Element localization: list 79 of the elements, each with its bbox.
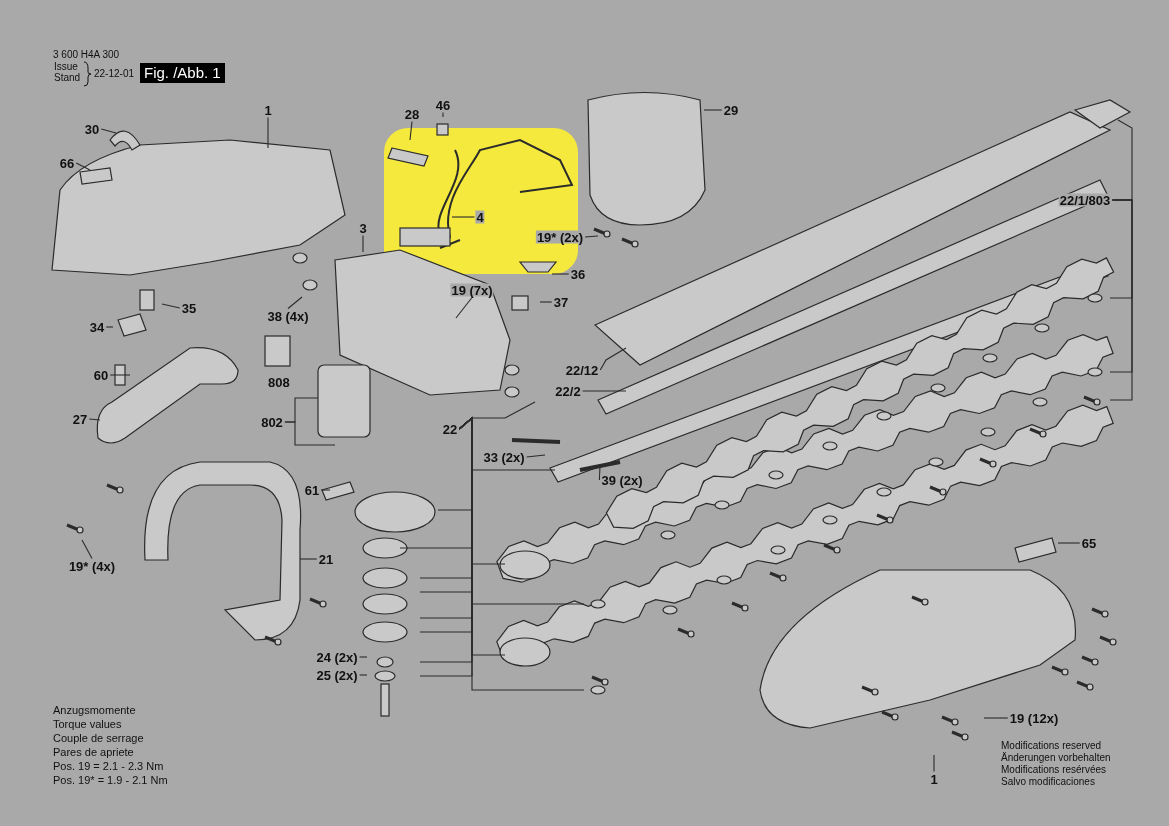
leader-line xyxy=(983,717,1009,719)
callout-number: 808 xyxy=(268,374,290,392)
note-text: Änderungen vorbehalten xyxy=(1001,751,1111,765)
callout-number: 4 xyxy=(475,210,485,224)
callout-number: 22/2 xyxy=(554,384,582,398)
leader-line xyxy=(551,273,570,275)
leader-line xyxy=(359,656,368,658)
note-text: Salvo modificaciones xyxy=(1001,775,1095,789)
callout-number: 33 (2x) xyxy=(482,450,526,464)
callout-number: 19 (12x) xyxy=(1008,711,1060,725)
leader-line xyxy=(359,674,368,676)
callout-number: 46 xyxy=(434,98,452,112)
leader-line xyxy=(598,465,601,481)
leader-line xyxy=(599,347,627,371)
leader-line xyxy=(109,374,131,376)
leader-line xyxy=(267,116,269,149)
leader-line xyxy=(458,416,585,691)
leader-line xyxy=(299,558,318,560)
callout-number: 38 (4x) xyxy=(266,309,310,323)
callout-number: 28 xyxy=(403,107,421,121)
leader-line xyxy=(161,303,181,309)
callout-number: 19* (2x) xyxy=(535,230,585,244)
stand-label: Stand xyxy=(54,73,81,83)
leader-line xyxy=(703,109,723,111)
callout-number: 37 xyxy=(552,295,570,309)
callout-number: 1 xyxy=(929,772,939,786)
callout-number: 22/12 xyxy=(564,363,600,377)
leader-line xyxy=(284,421,336,446)
callout-number: 61 xyxy=(303,483,321,497)
callout-number: 19 (7x) xyxy=(450,283,494,297)
leader-line xyxy=(287,296,303,310)
leader-line xyxy=(1057,542,1081,544)
issue-date: 22-12-01 xyxy=(94,67,135,81)
callout-number: 21 xyxy=(317,552,335,566)
leader-line xyxy=(105,326,114,328)
callout-number: 3 xyxy=(358,221,368,235)
note-text: Anzugsmomente xyxy=(53,703,136,718)
figure-tag: Fig. /Abb. 1 xyxy=(140,63,225,83)
callout-number: 60 xyxy=(92,368,110,382)
callout-number: 39 (2x) xyxy=(600,473,644,487)
callout-number: 30 xyxy=(83,122,101,136)
leader-line xyxy=(442,111,444,118)
callout-number: 29 xyxy=(722,103,740,117)
leader-line xyxy=(539,301,553,303)
callout-number: 802 xyxy=(260,415,284,429)
note-text: Modifications resérvées xyxy=(1001,763,1107,777)
note-text: Couple de serrage xyxy=(53,731,144,746)
callout-number: 27 xyxy=(71,412,89,426)
leader-line xyxy=(584,235,599,238)
callout-number: 65 xyxy=(1080,536,1098,550)
callout-number: 35 xyxy=(180,301,198,315)
leader-line xyxy=(81,539,93,560)
callout-number: 1 xyxy=(263,103,273,117)
leader-line xyxy=(409,120,413,141)
leader-line xyxy=(526,454,546,458)
note-text: Pos. 19* = 1.9 - 2.1 Nm xyxy=(53,773,168,788)
issue-label: Issue xyxy=(54,62,78,72)
note-text: Pos. 19 = 2.1 - 2.3 Nm xyxy=(53,759,164,774)
callout-number: 34 xyxy=(88,320,106,334)
callout-number: 66 xyxy=(58,156,76,170)
leader-line xyxy=(362,234,364,253)
leader-line xyxy=(582,390,627,392)
note-text: Pares de apriete xyxy=(53,745,134,760)
callout-number: 36 xyxy=(569,267,587,281)
note-text: Modifications reserved xyxy=(1001,739,1102,752)
leader-line xyxy=(933,754,935,773)
note-text: Torque values xyxy=(53,717,122,732)
callout-number: 22/1/803 xyxy=(1058,193,1112,207)
leader-line xyxy=(455,296,473,319)
leader-line xyxy=(320,489,331,491)
leader-line xyxy=(75,162,91,171)
callout-number: 19* (4x) xyxy=(67,559,117,573)
callout-number: 25 (2x) xyxy=(315,668,359,682)
callout-number: 24 (2x) xyxy=(315,650,359,664)
callout-number: 22 xyxy=(441,422,459,436)
leader-line xyxy=(100,128,117,134)
leader-line xyxy=(451,216,475,218)
part-number: 3 600 H4A 300 xyxy=(53,48,120,62)
leader-line xyxy=(88,418,101,421)
